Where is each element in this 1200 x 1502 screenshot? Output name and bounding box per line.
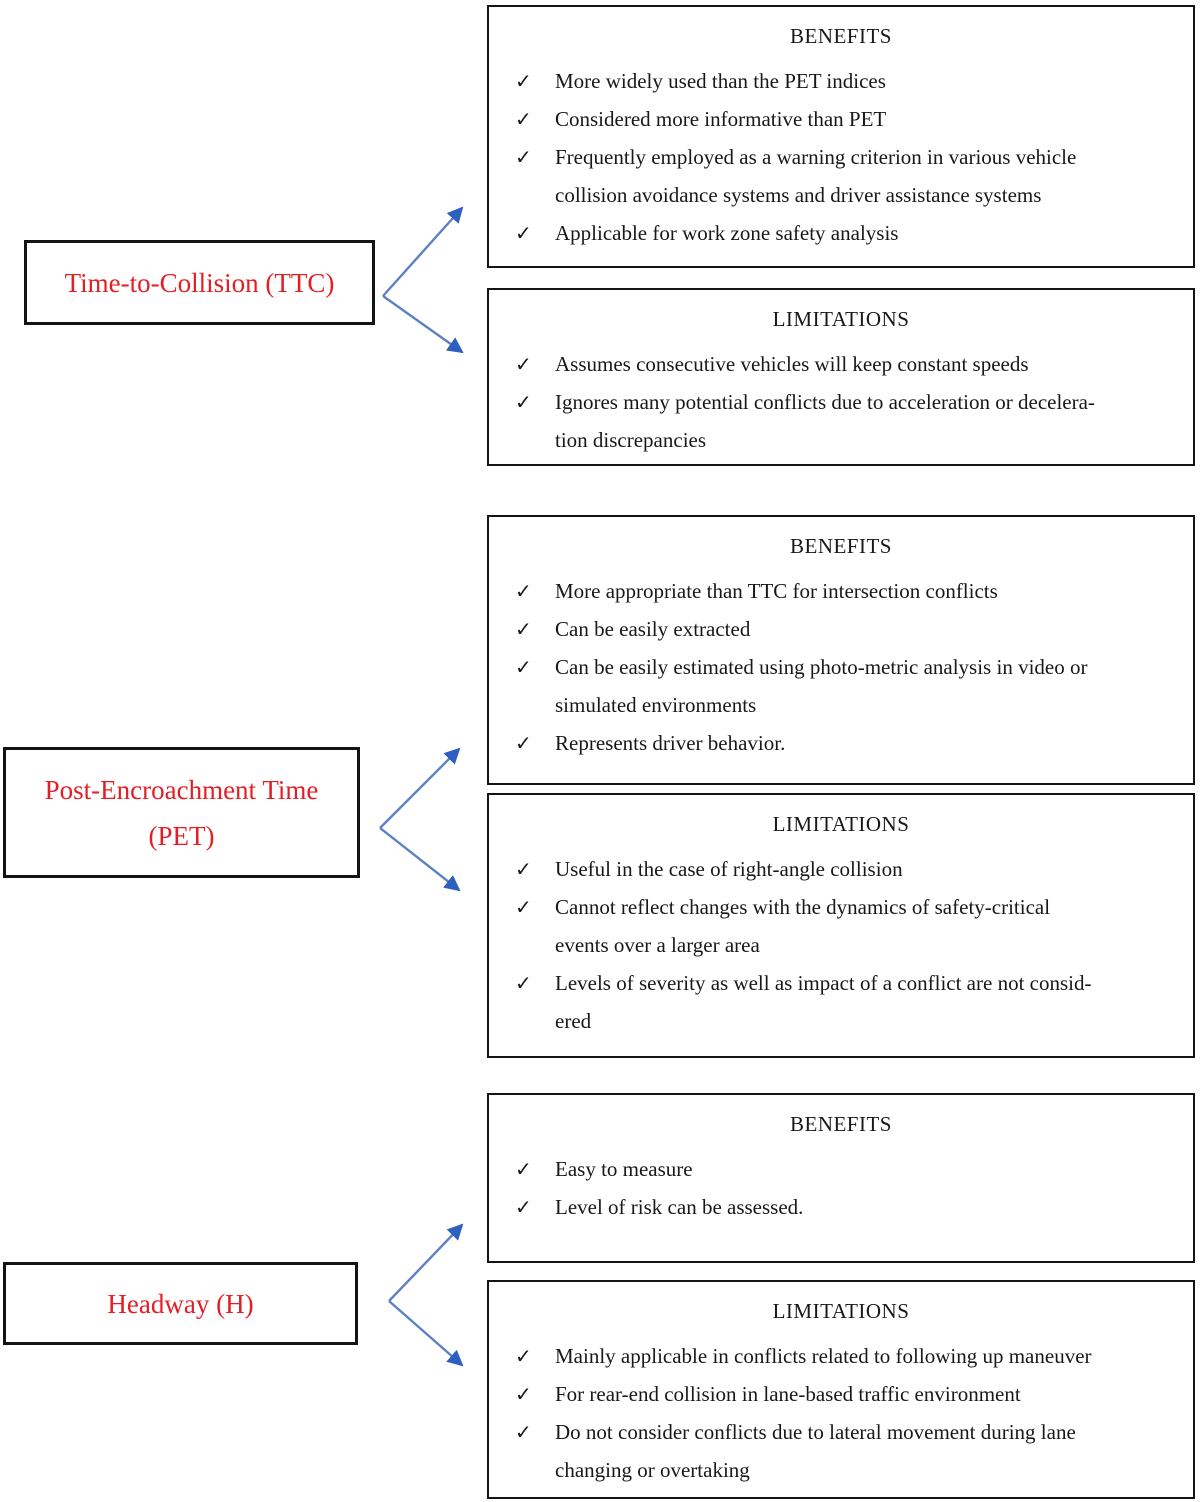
list-item: ✓ Level of risk can be assessed. (509, 1188, 1173, 1226)
item-text: Assumes consecutive vehicles will keep c… (555, 352, 1029, 376)
item-text: Considered more informative than PET (555, 107, 887, 131)
item-text: Mainly applicable in conflicts related t… (555, 1344, 1092, 1368)
list-item: ✓ Frequently employed as a warning crite… (509, 138, 1173, 214)
item-text: More appropriate than TTC for intersecti… (555, 579, 998, 603)
item-text: Levels of severity as well as impact of … (555, 971, 1092, 1033)
list-item: ✓ Mainly applicable in conflicts related… (509, 1337, 1173, 1375)
list-item: ✓ Applicable for work zone safety analys… (509, 214, 1173, 252)
list-item: ✓ Useful in the case of right-angle coll… (509, 850, 1173, 888)
pet-limitations-box: LIMITATIONS ✓ Useful in the case of righ… (487, 793, 1195, 1058)
list-item: ✓ Do not consider conflicts due to later… (509, 1413, 1173, 1489)
check-icon: ✓ (515, 221, 532, 245)
check-icon: ✓ (515, 655, 532, 679)
list-item: ✓ Assumes consecutive vehicles will keep… (509, 345, 1173, 383)
check-icon: ✓ (515, 352, 532, 376)
headway-limitations-box: LIMITATIONS ✓ Mainly applicable in confl… (487, 1280, 1195, 1499)
item-text: Frequently employed as a warning criteri… (555, 145, 1077, 207)
pet-label-box: Post-Encroachment Time (PET) (3, 747, 360, 878)
item-text: Can be easily extracted (555, 617, 751, 641)
headway-label-box: Headway (H) (3, 1262, 358, 1345)
item-text: Useful in the case of right-angle collis… (555, 857, 903, 881)
check-icon: ✓ (515, 1420, 532, 1444)
check-icon: ✓ (515, 390, 532, 414)
panel-title: BENEFITS (789, 24, 892, 48)
headway-benefits-box: BENEFITS ✓ Easy to measure ✓ Level of ri… (487, 1093, 1195, 1263)
list-item: ✓ More appropriate than TTC for intersec… (509, 572, 1173, 610)
list-item: ✓ Represents driver behavior. (509, 724, 1173, 762)
arrow-headway-to-benefits (388, 1223, 464, 1302)
panel-title: BENEFITS (789, 534, 892, 558)
check-icon: ✓ (515, 579, 532, 603)
list-item: ✓ Can be easily estimated using photo-me… (509, 648, 1173, 724)
list-item: ✓ Cannot reflect changes with the dynami… (509, 888, 1173, 964)
item-text: Easy to measure (555, 1157, 693, 1181)
ttc-benefits-box: BENEFITS ✓ More widely used than the PET… (487, 5, 1195, 268)
item-text: Cannot reflect changes with the dynamics… (555, 895, 1051, 957)
item-text: More widely used than the PET indices (555, 69, 886, 93)
ttc-label: Time-to-Collision (TTC) (64, 267, 335, 298)
check-icon: ✓ (515, 971, 532, 995)
ttc-limitations-box: LIMITATIONS ✓ Assumes consecutive vehicl… (487, 288, 1195, 466)
panel-title: BENEFITS (789, 1112, 892, 1136)
arrow-headway-to-limitations (388, 1300, 464, 1367)
item-text: Level of risk can be assessed. (555, 1195, 804, 1219)
check-icon: ✓ (515, 1344, 532, 1368)
arrow-ttc-to-benefits (382, 206, 464, 297)
list-item: ✓ For rear-end collision in lane-based t… (509, 1375, 1173, 1413)
check-icon: ✓ (515, 895, 532, 919)
list-item: ✓ More widely used than the PET indices (509, 62, 1173, 100)
arrow-pet-to-benefits (379, 747, 461, 829)
item-text: For rear-end collision in lane-based tra… (555, 1382, 1021, 1406)
check-icon: ✓ (515, 145, 532, 169)
check-icon: ✓ (515, 731, 532, 755)
pet-benefits-box: BENEFITS ✓ More appropriate than TTC for… (487, 515, 1195, 785)
ttc-label-box: Time-to-Collision (TTC) (24, 240, 375, 325)
check-icon: ✓ (515, 617, 532, 641)
list-item: ✓ Levels of severity as well as impact o… (509, 964, 1173, 1040)
headway-label: Headway (H) (107, 1288, 254, 1319)
item-text: Do not consider conflicts due to lateral… (555, 1420, 1076, 1482)
check-icon: ✓ (515, 857, 532, 881)
check-icon: ✓ (515, 69, 532, 93)
arrow-pet-to-limitations (379, 827, 461, 892)
item-text: Applicable for work zone safety analysis (555, 221, 899, 245)
check-icon: ✓ (515, 1382, 532, 1406)
list-item: ✓ Ignores many potential conflicts due t… (509, 383, 1173, 459)
check-icon: ✓ (515, 1157, 532, 1181)
panel-title: LIMITATIONS (772, 812, 910, 836)
item-text: Ignores many potential conflicts due to … (555, 390, 1095, 452)
list-item: ✓ Considered more informative than PET (509, 100, 1173, 138)
panel-title: LIMITATIONS (772, 307, 910, 331)
pet-label: Post-Encroachment Time (PET) (44, 774, 319, 851)
arrow-ttc-to-limitations (382, 295, 464, 354)
list-item: ✓ Can be easily extracted (509, 610, 1173, 648)
check-icon: ✓ (515, 1195, 532, 1219)
item-text: Can be easily estimated using photo-metr… (555, 655, 1088, 717)
panel-title: LIMITATIONS (772, 1299, 910, 1323)
check-icon: ✓ (515, 107, 532, 131)
list-item: ✓ Easy to measure (509, 1150, 1173, 1188)
item-text: Represents driver behavior. (555, 731, 786, 755)
